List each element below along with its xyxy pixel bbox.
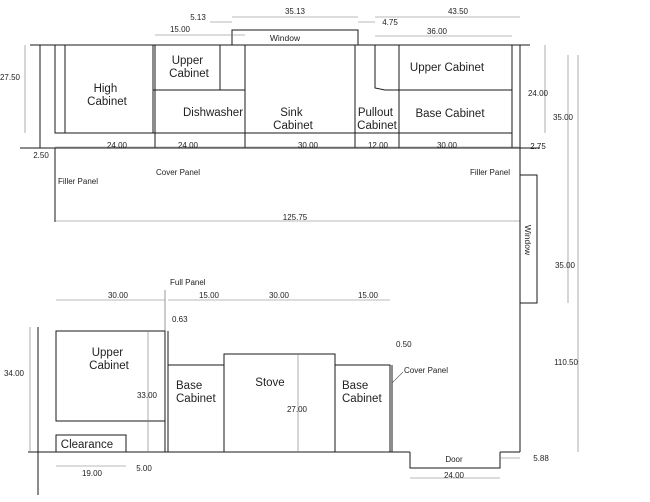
window-side [519, 174, 538, 304]
side-wall: Window 35.00 110.50 [519, 55, 578, 452]
dim-588: 5.88 [533, 454, 549, 463]
dim-3000-a: 30.00 [298, 141, 319, 150]
dim-050: 0.50 [396, 340, 412, 349]
dim-250: 2.50 [33, 151, 49, 160]
dim-1500: 15.00 [170, 25, 191, 34]
note-filler-left: Filler Panel [58, 177, 98, 186]
dim-3300: 33.00 [137, 391, 158, 400]
dim-275: 2.75 [530, 142, 546, 151]
dishwasher-label: Dishwasher [183, 107, 243, 119]
upper-cabinet-right-label: Upper Cabinet [410, 62, 485, 74]
note-cover-panel-lower: Cover Panel [404, 366, 448, 375]
window-side-label: Window [523, 225, 533, 256]
dim-3513: 35.13 [285, 7, 306, 16]
base-cabinet-left [167, 364, 225, 453]
clearance [55, 434, 127, 453]
window-top-label: Window [270, 33, 301, 43]
upper-cabinet-label: Upper Cabinet [89, 347, 129, 372]
dim-3000-b: 30.00 [437, 141, 458, 150]
high-cabinet-label: High Cabinet [87, 83, 127, 108]
note-filler-right: Filler Panel [470, 168, 510, 177]
pullout-cabinet-label: Pullout Cabinet [357, 107, 397, 132]
upper-cabinet-right [374, 45, 512, 91]
dim-475: 4.75 [382, 18, 398, 27]
note-cover-panel: Cover Panel [156, 168, 200, 177]
upper-cabinet-left-label: Upper Cabinet [169, 55, 209, 80]
stove [223, 353, 336, 453]
dim-2750: 27.50 [0, 73, 21, 82]
dim-3500-upper: 35.00 [553, 113, 574, 122]
dim-3500-lower: 35.00 [555, 261, 576, 270]
dim-12575: 125.75 [283, 213, 308, 222]
dim-2400: 24.00 [444, 471, 465, 480]
cover-panel-leader [391, 371, 404, 384]
dim-1500-a-lower: 15.00 [199, 291, 220, 300]
dim-3400: 34.00 [4, 369, 25, 378]
lower-elevation: Door 24.00 5.88 Upper Cabinet Clearance … [4, 278, 549, 495]
upper-cabinet [55, 330, 166, 422]
dim-3000-b-lower: 30.00 [269, 291, 290, 300]
dim-1900: 19.00 [82, 469, 103, 478]
dim-2400-a: 24.00 [107, 141, 128, 150]
dim-063: 0.63 [172, 315, 188, 324]
base-cabinet-right-label: Base Cabinet [415, 108, 485, 120]
clearance-label: Clearance [61, 439, 113, 451]
dim-2700: 27.00 [287, 405, 308, 414]
stove-label: Stove [255, 377, 284, 389]
sink-cabinet-label: Sink Cabinet [273, 107, 313, 132]
note-full-panel: Full Panel [170, 278, 206, 287]
high-cabinet [54, 44, 154, 134]
dim-1200: 12.00 [368, 141, 389, 150]
dim-513: 5.13 [190, 13, 206, 22]
dim-1500-b-lower: 15.00 [358, 291, 379, 300]
door-opening [409, 452, 501, 469]
dim-4350: 43.50 [448, 7, 469, 16]
door-label: Door [445, 455, 463, 464]
dim-500: 5.00 [136, 464, 152, 473]
window-top [231, 29, 359, 46]
dim-3600: 36.00 [427, 27, 448, 36]
base-cabinet-right-label: Base Cabinet [342, 380, 382, 405]
dim-2400-b: 24.00 [178, 141, 199, 150]
dim-3000-a-lower: 30.00 [108, 291, 129, 300]
upper-elevation: High Cabinet Upper Cabinet Dishwasher Si… [0, 7, 574, 222]
base-cabinet-left-label: Base Cabinet [176, 380, 216, 405]
dim-11050: 110.50 [554, 358, 578, 367]
base-cabinet-right [334, 364, 391, 453]
dim-2400-right: 24.00 [528, 89, 549, 98]
